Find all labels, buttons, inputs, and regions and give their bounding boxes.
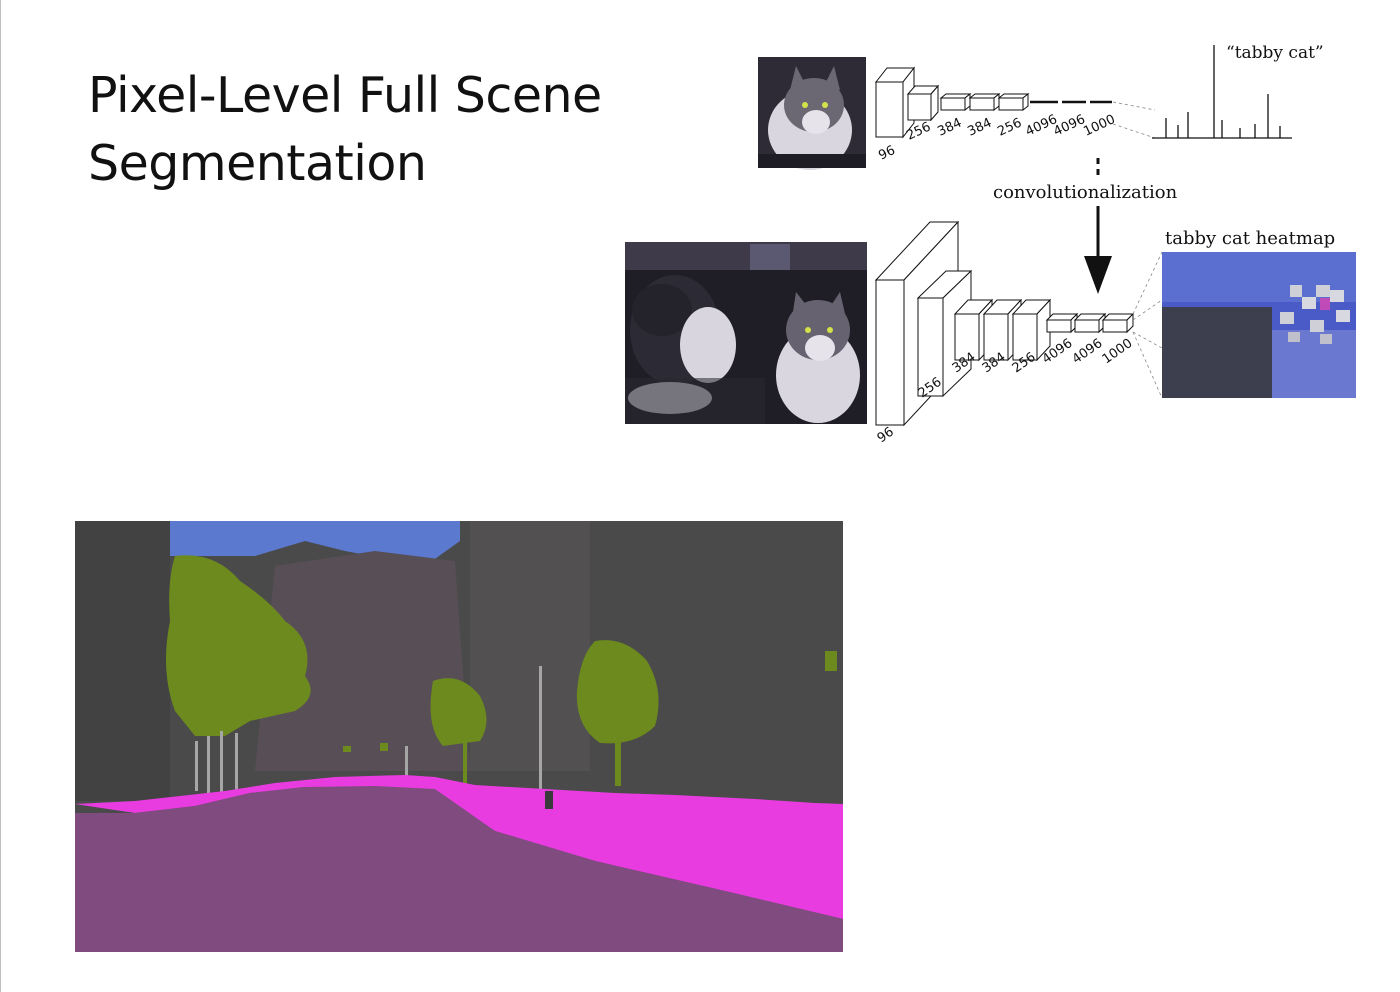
tabby-cat-heatmap — [1162, 252, 1356, 398]
bottom-input-dog-cat-photo — [625, 242, 867, 424]
top-output-label: “tabby cat” — [1226, 43, 1324, 63]
fcn-convolutionalization-diagram: 96 256 384 384 256 4096 4096 1000 “tabby… — [625, 43, 1356, 446]
top-output-projection-lines — [1112, 101, 1156, 139]
bottom-size-label-7: 4096 — [1070, 336, 1106, 367]
segment-building-far — [255, 551, 470, 771]
slide-title-line-1: Pixel-Level Full Scene — [88, 67, 602, 124]
top-size-label-5: 256 — [995, 116, 1024, 140]
slide-title-line-2: Segmentation — [88, 135, 427, 192]
segment-road — [75, 786, 843, 952]
heatmap-label: tabby cat heatmap — [1165, 228, 1335, 249]
top-size-label-1: 96 — [876, 143, 897, 164]
bottom-heatmap-projection-lines — [1132, 251, 1163, 399]
bottom-size-label-1: 96 — [875, 424, 897, 446]
bottom-network-layers — [874, 220, 1135, 427]
conversion-arrow-head — [1084, 256, 1112, 294]
bottom-size-label-8: 1000 — [1100, 336, 1136, 367]
top-network-layers — [874, 66, 1030, 139]
segment-sidewalk — [75, 775, 843, 919]
segment-vegetation — [166, 555, 837, 791]
conversion-label: convolutionalization — [993, 182, 1178, 203]
segment-poles — [195, 666, 542, 796]
segment-building-right-near — [470, 521, 590, 771]
segment-pedestrian — [545, 791, 553, 809]
top-size-label-3: 384 — [935, 116, 964, 140]
top-input-cat-photo — [758, 57, 866, 170]
top-size-label-8: 1000 — [1081, 112, 1117, 140]
slide-left-border — [0, 0, 1, 992]
top-size-label-4: 384 — [965, 116, 994, 140]
segment-building-left — [75, 521, 170, 801]
top-class-score-histogram — [1152, 45, 1292, 139]
slide-title: Pixel-Level Full Scene Segmentation — [88, 62, 602, 198]
street-segmentation-image — [75, 521, 843, 952]
